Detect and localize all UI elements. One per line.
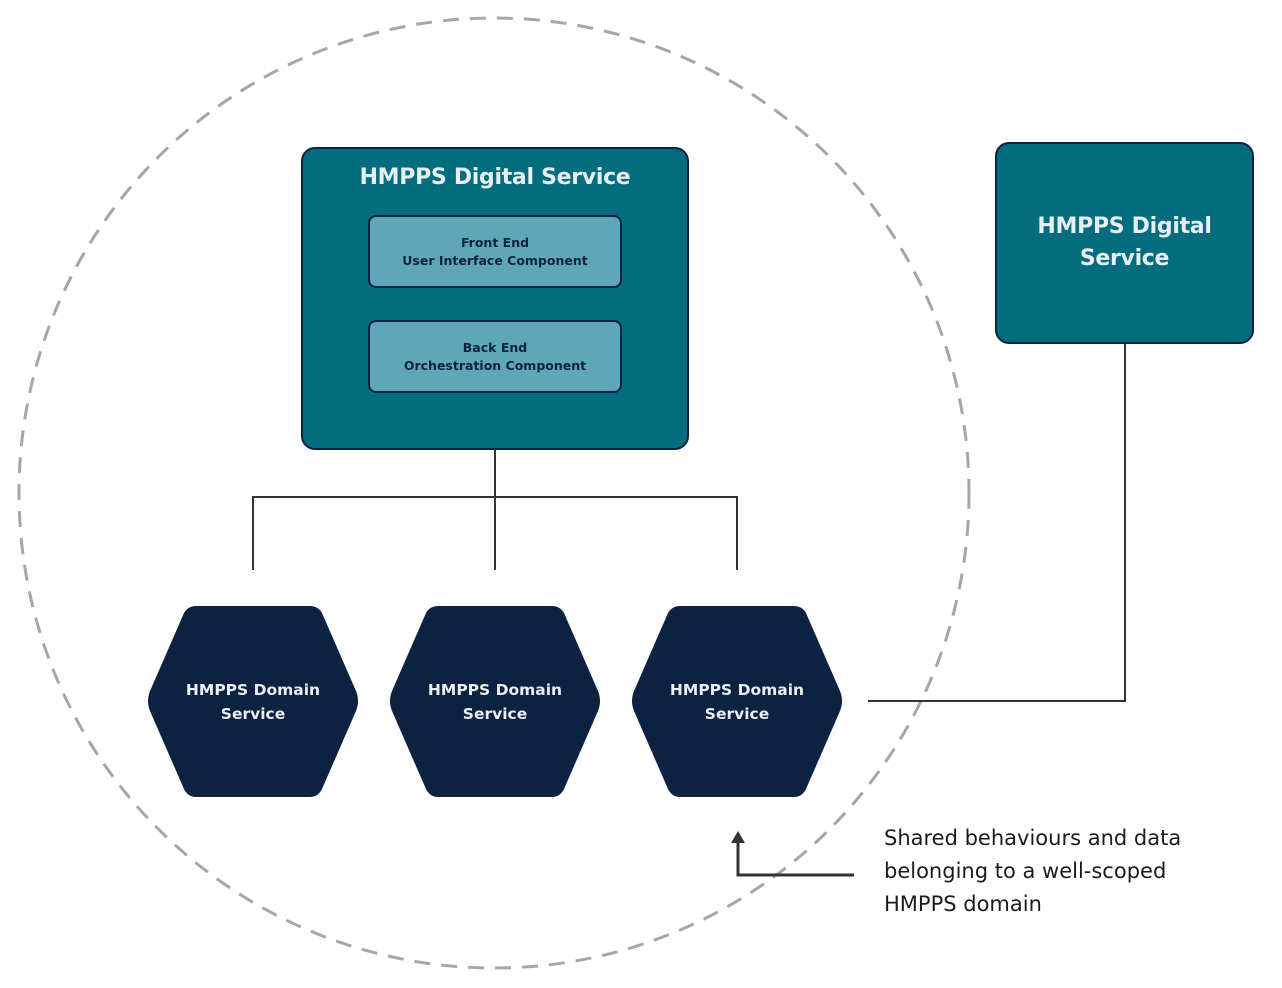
backend-component-line1: Back End <box>462 339 528 355</box>
annotation-line-1: Shared behaviours and data <box>884 826 1182 850</box>
annotation-line-3: HMPPS domain <box>884 892 1042 916</box>
digital-service-external[interactable]: HMPPS Digital Service <box>995 142 1254 344</box>
domain-service-label-2: HMPPS Domain Service <box>395 678 595 726</box>
domain-service-hexagon-3[interactable] <box>632 606 842 797</box>
domain-service-label-1: HMPPS Domain Service <box>153 678 353 726</box>
frontend-component-line2: User Interface Component <box>402 252 588 268</box>
digital-service-external-line1: HMPPS Digital <box>1037 214 1212 239</box>
domain-service-2-line2: Service <box>462 705 528 723</box>
digital-service-external-line2: Service <box>1079 246 1170 271</box>
arrow-up-elbow-icon <box>731 831 854 877</box>
domain-service-hexagon-1[interactable] <box>148 606 358 797</box>
backend-component-line2: Orchestration Component <box>403 357 587 373</box>
domain-service-hexagons <box>148 606 842 797</box>
frontend-component-line1: Front End <box>460 234 530 250</box>
domain-service-2-line1: HMPPS Domain <box>427 681 563 699</box>
domain-boundary-circle <box>17 16 971 970</box>
frontend-component[interactable]: Front End User Interface Component <box>368 215 622 288</box>
connector-external-service <box>868 344 1126 702</box>
domain-service-1-line1: HMPPS Domain <box>185 681 321 699</box>
domain-service-3-line1: HMPPS Domain <box>669 681 805 699</box>
digital-service-main-title: HMPPS Digital Service <box>359 165 631 190</box>
annotation-line-2: belonging to a well-scoped <box>884 859 1167 883</box>
annotation-note: Shared behaviours and data belonging to … <box>884 822 1244 921</box>
domain-service-label-3: HMPPS Domain Service <box>637 678 837 726</box>
domain-service-3-line2: Service <box>704 705 770 723</box>
domain-service-1-line2: Service <box>220 705 286 723</box>
connector-branch <box>252 496 738 570</box>
backend-component[interactable]: Back End Orchestration Component <box>368 320 622 393</box>
domain-service-hexagon-2[interactable] <box>390 606 600 797</box>
digital-service-main[interactable]: HMPPS Digital Service <box>301 147 689 450</box>
